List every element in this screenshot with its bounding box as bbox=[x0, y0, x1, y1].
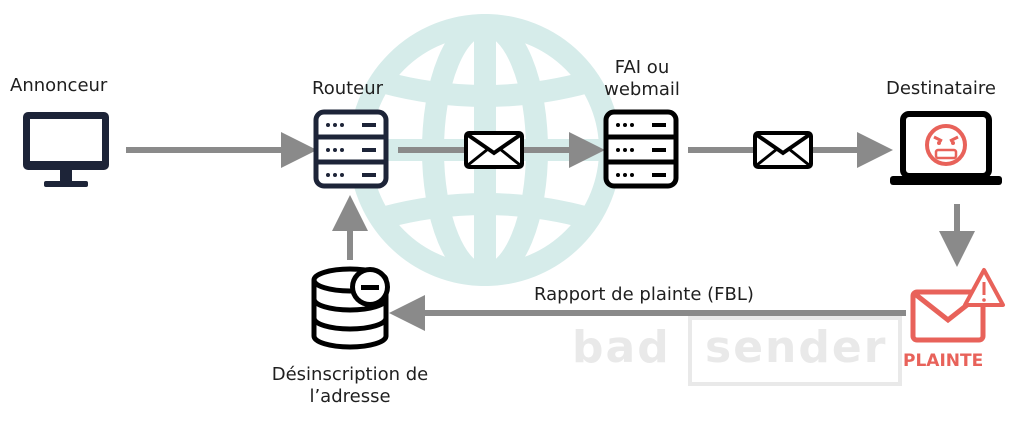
server-icon bbox=[603, 109, 679, 189]
isp-label: FAI ou webmail bbox=[600, 57, 684, 101]
angry-laptop-icon bbox=[890, 111, 1002, 185]
router-label: Routeur bbox=[312, 78, 384, 99]
isp-label-line2: webmail bbox=[604, 79, 680, 100]
recipient-label: Destinataire bbox=[886, 78, 996, 99]
isp-label-line1: FAI ou bbox=[614, 57, 670, 78]
database-minus-icon bbox=[311, 266, 390, 350]
unsubscribe-label-line2: l’adresse bbox=[309, 386, 391, 407]
warning-envelope-icon bbox=[910, 268, 1005, 343]
watermark-sender: sender bbox=[705, 322, 888, 373]
complaint-label: PLAINTE bbox=[903, 351, 984, 371]
advertiser-label: Annonceur bbox=[10, 75, 108, 96]
envelope-icon bbox=[753, 131, 813, 169]
envelope-icon bbox=[464, 131, 524, 169]
monitor-icon bbox=[23, 112, 109, 187]
server-icon bbox=[313, 109, 389, 189]
feedback-loop-label: Rapport de plainte (FBL) bbox=[534, 284, 754, 305]
watermark-frame bbox=[688, 316, 902, 386]
watermark-bad: bad bbox=[572, 322, 671, 373]
unsubscribe-label-line1: Désinscription de bbox=[271, 364, 429, 385]
unsubscribe-label: Désinscription de l’adresse bbox=[252, 364, 448, 408]
